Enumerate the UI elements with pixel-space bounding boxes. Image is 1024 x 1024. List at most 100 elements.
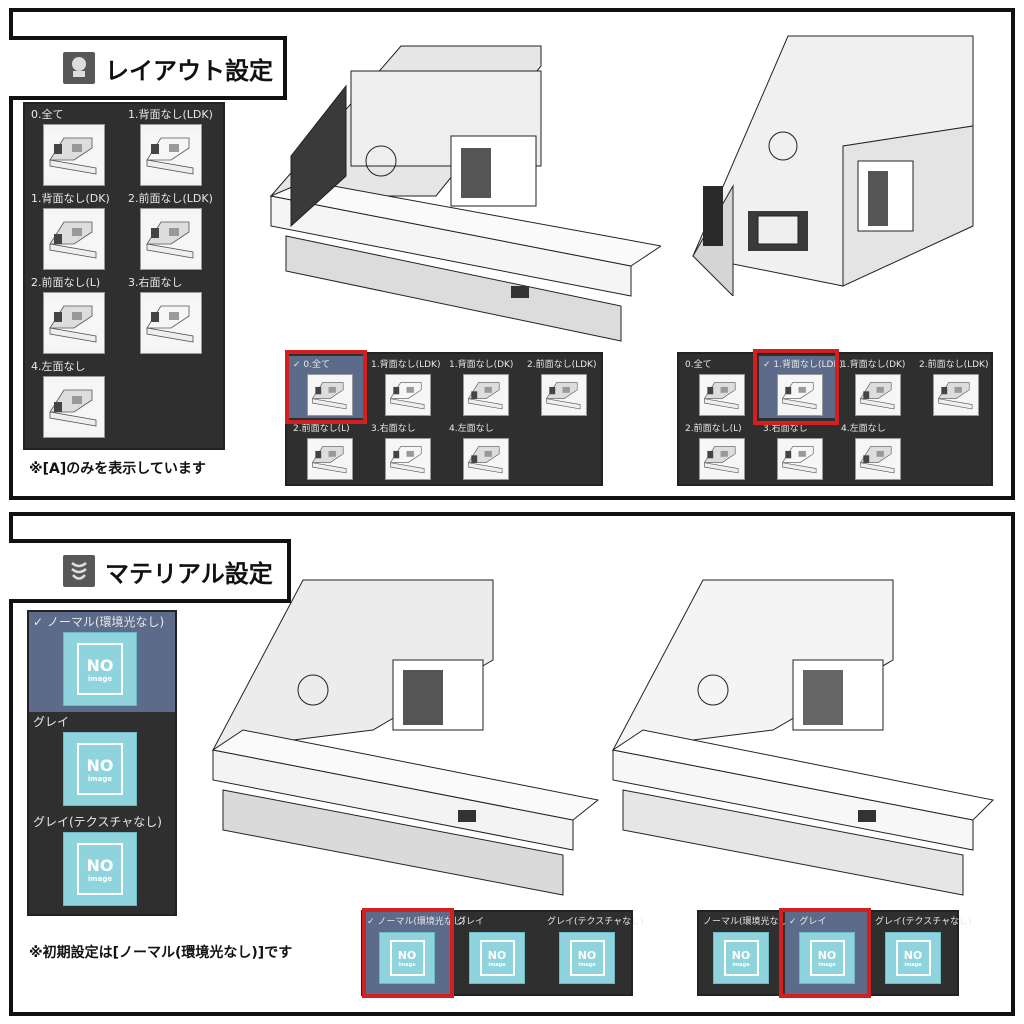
layout-option-text: 0.全て [31,108,64,121]
layout-thumbnail [307,374,353,416]
layout-thumbnail [463,374,509,416]
layout-option-1[interactable]: ✓ 1.背面なし(LDK) [759,356,843,418]
layout-thumbnail [43,292,105,354]
material-option-text: グレイ(テクスチャなし) [33,815,162,829]
layout-option-label: 1.背面なし(LDK) [371,358,440,372]
layout-thumbnail [777,374,823,416]
material-option-label: ノーマル(環境光なし) [703,915,791,929]
layout-option-label: 2.前面なし(LDK) [527,358,596,372]
layout-option-1[interactable]: 1.背面なし(LDK) [367,356,443,418]
material-option-text: グレイ(テクスチャなし) [875,917,972,927]
layout-option-2[interactable]: 1.背面なし(DK) [837,356,913,418]
no-image-subtext: image [732,961,750,968]
layout-thumbnail [140,292,202,354]
material-option-text: ノーマル(環境光なし) [703,917,792,927]
no-image-subtext: image [818,961,836,968]
layout-option-label: ✓ 1.背面なし(LDK) [763,358,843,372]
no-image-subtext: image [87,774,113,783]
layout-option-6[interactable]: 4.左面なし [837,420,913,482]
layout-option-label: ✓ 0.全て [293,358,330,372]
layout-option-label: 2.前面なし(LDK) [128,192,213,206]
layout-option-4[interactable]: 2.前面なし(L) [681,420,757,482]
material-option-text: ノーマル(環境光なし) [377,917,466,927]
layout-option-5[interactable]: 3.右面なし [367,420,443,482]
material-option-text: グレイ [457,917,485,927]
layout-option-0[interactable]: ✓ 0.全て [289,356,365,418]
layout-option-4[interactable]: 2.前面なし(L) [289,420,365,482]
layout-option-text: 4.左面なし [449,424,494,434]
layout-option-label: 1.背面なし(LDK) [128,108,213,122]
layout-thumbnail [140,208,202,270]
layout-thumbnail [43,208,105,270]
material-example-a-highlight [362,908,454,998]
layout-option-3[interactable]: 2.前面なし(LDK) [523,356,599,418]
layout-note: ※[A]のみを表示しています [29,461,206,477]
material-settings-title: マテリアル設定 [105,559,273,588]
material-option-text: グレイ(テクスチャなし) [547,917,644,927]
layout-settings-title-tab: レイアウト設定 [9,36,287,100]
layout-option-4[interactable]: 2.前面なし(L) [27,274,122,356]
layout-option-3[interactable]: 2.前面なし(LDK) [915,356,991,418]
layout-option-5[interactable]: 3.右面なし [759,420,835,482]
checkmark-icon: ✓ [789,917,800,927]
layout-option-text: 0.全て [303,360,330,370]
layout-option-label: 0.全て [685,358,712,372]
layout-option-1[interactable]: 1.背面なし(LDK) [124,106,219,188]
material-option-text: グレイ [799,917,827,927]
material-option-text: ノーマル(環境光なし) [46,615,165,629]
layout-option-label: 4.左面なし [31,360,86,374]
material-option-label: グレイ(テクスチャなし) [875,915,972,929]
layout-thumbnail [385,374,431,416]
layout-option-2[interactable]: 1.背面なし(DK) [445,356,521,418]
layout-option-text: 2.前面なし(L) [685,424,742,434]
layout-option-text: 1.背面なし(LDK) [371,360,441,370]
layout-example-a-highlight [285,350,367,424]
material-settings-icon [63,555,95,587]
layout-option-3[interactable]: 2.前面なし(LDK) [124,190,219,272]
layout-option-2[interactable]: 1.背面なし(DK) [27,190,122,272]
material-option-label: ✓ ノーマル(環境光なし) [367,915,465,929]
layout-option-6[interactable]: 4.左面なし [27,358,122,440]
layout-option-label: 4.左面なし [841,422,886,436]
layout-option-label: 2.前面なし(L) [685,422,742,436]
layout-option-text: 3.右面なし [763,424,808,434]
layout-thumbnail [385,438,431,480]
checkmark-icon: ✓ [367,917,378,927]
layout-thumbnail [855,374,901,416]
material-option-label: ✓ グレイ [789,915,826,929]
layout-option-6[interactable]: 4.左面なし [445,420,521,482]
material-option-text: グレイ [33,715,70,729]
layout-option-0[interactable]: 0.全て [681,356,757,418]
layout-option-0[interactable]: 0.全て [27,106,122,188]
layout-settings-title: レイアウト設定 [105,56,273,85]
no-image-text: NO [397,948,417,962]
layout-option-label: 4.左面なし [449,422,494,436]
layout-option-text: 2.前面なし(L) [31,276,101,289]
layout-option-label: 3.右面なし [128,276,183,290]
layout-option-5[interactable]: 3.右面なし [124,274,219,356]
layout-option-text: 1.背面なし(DK) [31,192,110,205]
no-image-text: NO [817,948,837,962]
layout-thumbnail [777,438,823,480]
